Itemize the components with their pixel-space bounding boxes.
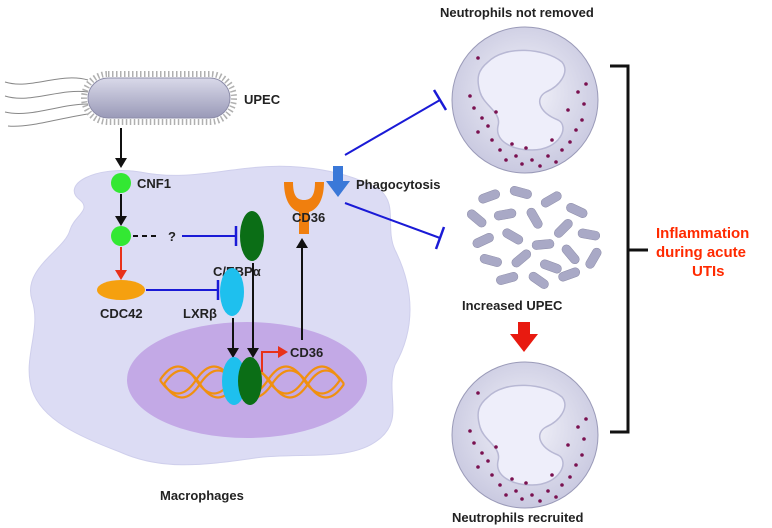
inflammation-line3: UTIs bbox=[692, 263, 725, 280]
arrow-upec-to-cnf1 bbox=[115, 128, 127, 168]
cdc42-protein bbox=[97, 280, 145, 300]
phagocytosis-label: Phagocytosis bbox=[356, 177, 441, 192]
recruit-arrow-icon bbox=[510, 322, 538, 352]
lxrb-protein bbox=[220, 268, 244, 316]
cd36-receptor-label: CD36 bbox=[292, 210, 325, 225]
lxrb-label: LXRβ bbox=[183, 306, 217, 321]
upec-bacterium-icon bbox=[4, 71, 237, 127]
question-mark-label: ? bbox=[168, 229, 176, 244]
fimbriae bbox=[4, 77, 89, 127]
arrow-node-to-cdc42 bbox=[115, 247, 127, 280]
arrow-gene-to-cd36 bbox=[296, 238, 308, 340]
cd36-receptor-icon bbox=[284, 182, 324, 234]
macrophages-label: Macrophages bbox=[160, 488, 244, 503]
outcome-bracket bbox=[610, 64, 648, 434]
granules bbox=[468, 56, 588, 168]
neutrophils-recruited-label: Neutrophils recruited bbox=[452, 510, 584, 525]
cd36-gene-label: CD36 bbox=[290, 345, 323, 360]
neutrophils-not-removed-label: Neutrophils not removed bbox=[440, 5, 594, 20]
cdc42-label: CDC42 bbox=[100, 306, 143, 321]
granules bbox=[468, 391, 588, 503]
cnf1-label: CNF1 bbox=[137, 176, 171, 191]
increased-upec-label: Increased UPEC bbox=[462, 298, 563, 313]
upec-label: UPEC bbox=[244, 92, 281, 107]
arrow-cnf1-to-node bbox=[115, 194, 127, 226]
inhibition-to-neutrophils bbox=[344, 89, 448, 156]
inflammation-line1: Inflammation bbox=[656, 225, 749, 242]
inhibition-to-upec bbox=[344, 202, 446, 250]
inflammation-line2: during acute bbox=[656, 244, 746, 261]
transcription-arrow bbox=[261, 346, 288, 372]
arrow-cebpa-to-nucleus bbox=[247, 263, 259, 358]
cebpa-protein bbox=[240, 211, 264, 261]
neutrophil-bottom-icon bbox=[451, 361, 599, 509]
inhibition-to-lxrb bbox=[146, 280, 220, 300]
phagocytosis-arrow-icon bbox=[326, 166, 350, 197]
inhibition-to-cebpa bbox=[182, 226, 238, 246]
arrow-lxrb-to-nucleus bbox=[227, 318, 239, 358]
neutrophil-top-icon bbox=[451, 26, 599, 174]
upec-cluster-icon bbox=[466, 186, 602, 289]
cnf1-active-node bbox=[111, 226, 131, 246]
cnf1-node bbox=[111, 173, 131, 193]
cebpa-bound bbox=[238, 357, 262, 405]
